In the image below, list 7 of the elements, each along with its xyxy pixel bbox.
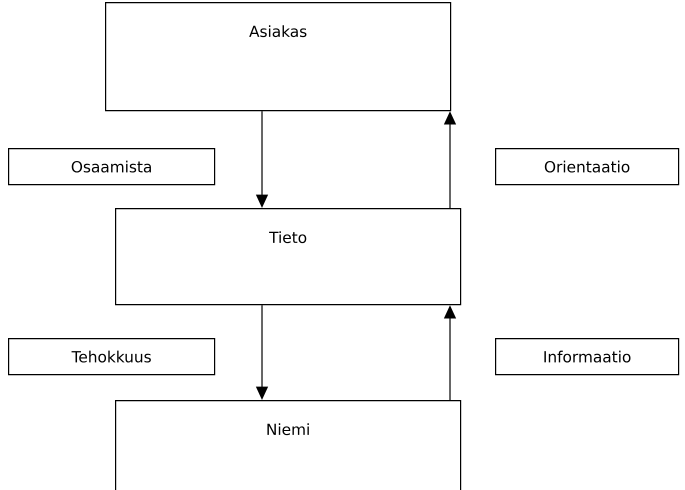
- label-box: Orientaatio: [495, 148, 680, 186]
- process-box: Asiakas: [105, 2, 452, 112]
- label-box: Tehokkuus: [8, 338, 216, 376]
- label-box: Informaatio: [495, 338, 680, 376]
- label-box: Osaamista: [8, 148, 216, 186]
- process-box: Tieto: [115, 208, 462, 306]
- process-box: Niemi: [115, 400, 462, 490]
